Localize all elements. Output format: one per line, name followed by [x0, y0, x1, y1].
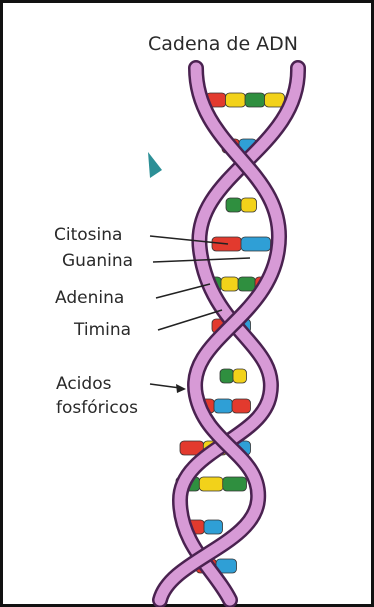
base-adenina [226, 198, 242, 212]
label-adenina: Adenina [55, 288, 124, 308]
base-timina [221, 277, 239, 291]
base-timina [241, 198, 257, 212]
base-timina [199, 477, 223, 491]
arrow-icon [148, 152, 162, 178]
label-acidos-line1: Acidos [56, 374, 112, 394]
base-adenina [220, 369, 234, 383]
label-guanina: Guanina [62, 251, 133, 271]
leader-adenina [156, 284, 210, 298]
base-adenina [245, 93, 265, 107]
base-guanina [241, 237, 271, 251]
base-timina [233, 369, 247, 383]
leader-acidos-arrowhead [176, 384, 186, 393]
label-acidos-line2: fosfóricos [56, 398, 138, 418]
leader-acidos [150, 384, 180, 388]
base-guanina [204, 520, 223, 534]
base-timina [226, 93, 246, 107]
label-timina: Timina [73, 320, 131, 340]
base-adenina [238, 277, 256, 291]
diagram-title: Cadena de ADN [148, 33, 298, 55]
label-citosina: Citosina [54, 225, 122, 245]
base-adenina [223, 477, 247, 491]
base-citosina [232, 399, 251, 413]
base-timina [265, 93, 285, 107]
base-guanina [214, 399, 233, 413]
